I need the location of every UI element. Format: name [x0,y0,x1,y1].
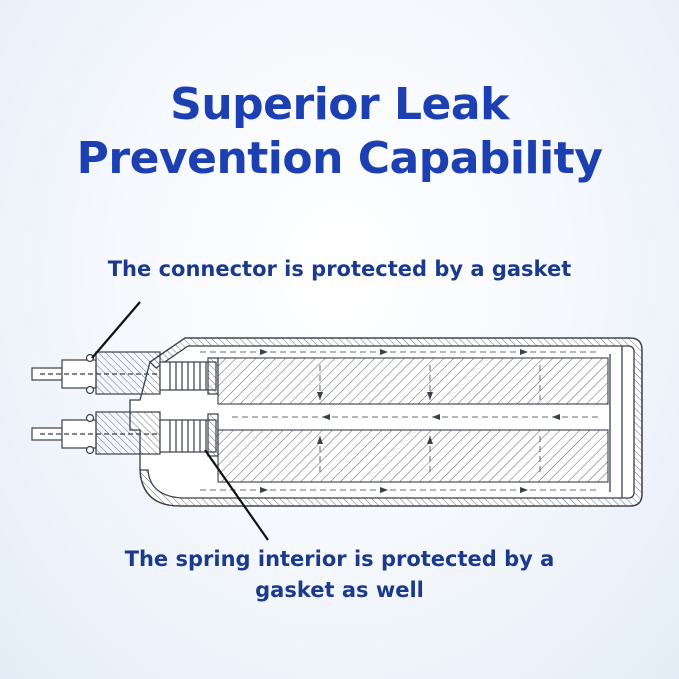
spring-valve-upper [159,357,219,395]
title-line-1: Superior Leak [170,79,509,130]
filter-media-lower [217,429,609,483]
page-title: Superior Leak Prevention Capability [0,78,679,186]
center-channel [200,351,600,491]
flow-arrows [260,349,560,493]
title-line-2: Prevention Capability [76,133,603,184]
inlet-connector-upper [31,351,161,395]
leader-line-connector [91,301,141,359]
inlet-connector-lower [31,411,161,455]
spring-gasket-caption-line-1: The spring interior is protected by a [124,547,555,571]
spring-gasket-caption-line-2: gasket as well [255,578,424,602]
filter-media-upper [217,357,609,405]
leader-line-spring [204,449,269,541]
spring-valve-lower [159,413,219,457]
spring-gasket-caption: The spring interior is protected by a ga… [0,544,679,606]
connector-gasket-caption: The connector is protected by a gasket [107,257,572,281]
